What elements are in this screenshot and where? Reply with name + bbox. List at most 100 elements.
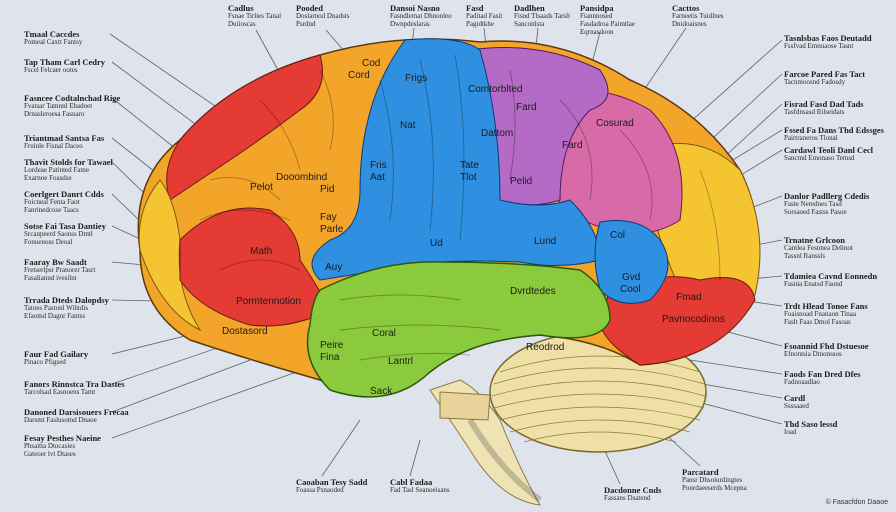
annotation-line: Cantlea Fesnnea Delinot: [784, 244, 853, 252]
annotation-line: Lordeae Patinted Fame: [24, 166, 89, 174]
annotation-title: Faur Fad Gailary: [24, 349, 89, 359]
region-label: Pelot: [250, 182, 273, 193]
region-label: Coral: [372, 328, 396, 339]
annotation-title: Cacttos: [672, 3, 700, 13]
annotation-line: Sanctnd Emonaso Temsd: [784, 154, 855, 162]
annotation-line: Fasdadroa Paimtlae: [580, 20, 636, 28]
region-label: Reodrod: [526, 342, 565, 353]
annotation-line: Fvatsar Tamnnl Ebadoet: [24, 102, 93, 110]
region-label: Fina: [320, 352, 340, 363]
annotation-line: Srcanpeerd Saonss Dmtl: [24, 230, 93, 238]
region-label: Pelid: [510, 176, 533, 187]
annotation-title: Cardl: [784, 393, 806, 403]
annotation-line: Sanconlsta: [514, 20, 545, 28]
annotation-title: Fasncee Codtalnchad Rige: [24, 93, 121, 103]
annotation-title: Coerlgert Danrt Cdds: [24, 189, 104, 199]
annotation-line: Eqrnasdoon: [580, 28, 614, 36]
annotation-line: Faste Nerednes Tasd: [784, 200, 842, 208]
annotation-title: Thavit Stolds for Tawael: [24, 157, 113, 167]
annotation-line: Phsaitta Dtocasies: [24, 442, 76, 450]
region-label: Ud: [430, 238, 443, 249]
region-label: Nat: [400, 120, 416, 131]
annotation-line: Sorsaoed Fastss Pasoe: [784, 208, 847, 216]
region-label: Col: [610, 230, 626, 241]
annotation-title: Sotse Fai Tasa Dantiey: [24, 221, 106, 231]
annotation-title: Triantmad Santsa Fas: [24, 133, 105, 143]
region-label: Cool: [620, 284, 641, 295]
region-label: Cod: [362, 58, 381, 69]
annotation-title: Dansoi Nasno: [390, 3, 440, 13]
region-label: Pid: [320, 184, 335, 195]
region-label: Math: [250, 246, 273, 257]
region-label: Parle: [320, 224, 344, 235]
annotation-title: Trrada Dteds Dalopdsy: [24, 295, 109, 305]
annotation-line: Fsnae Tirlies Tanal: [228, 12, 282, 20]
annotation-title: Pansidpa: [580, 3, 614, 13]
annotation-title: Fesay Pesthes Naeine: [24, 433, 101, 443]
annotation-line: Tasfdnsasd Rilseidats: [784, 108, 845, 116]
region-label: Tate: [460, 160, 479, 171]
annotation-title: Faaray Bw Saadt: [24, 257, 87, 267]
region-label: Dattom: [481, 128, 514, 139]
annotation-title: Trdt Hlead Tonoe Fans: [784, 301, 868, 311]
annotation-title: Cabl Fadaa: [390, 477, 433, 487]
region-label: Fris: [370, 160, 387, 171]
annotation-title: Fssed Fa Dans Thd Edssges: [784, 125, 884, 135]
annotation-line: Fasnia Enatsd Faond: [784, 280, 843, 288]
annotation-line: Pairtraneros Tlonal: [784, 134, 838, 142]
annotation-line: Pinaco Pfigsed: [24, 358, 66, 366]
annotation-title: Caoaban Tesy Sadd: [296, 477, 368, 487]
region-label: Peire: [320, 340, 344, 351]
annotation-title: Danoned Darsisouers Frecaa: [24, 407, 129, 417]
region-label: Frigs: [405, 73, 428, 84]
annotation-line: Fruinle Fisnal Daceo: [24, 142, 83, 150]
annotation-line: Psrdnd: [296, 20, 316, 28]
annotation-title: Tdamiea Cavnd Eonnedn: [784, 271, 878, 281]
annotation-line: Farneetis Tuidlnes: [672, 12, 724, 20]
annotation-line: Tatoes Pastonl Wihtdis: [24, 304, 89, 312]
annotation-line: Fassans Dsatend: [604, 494, 651, 502]
region-label: Dooombind: [276, 172, 328, 183]
annotation-line: Darsmt Faslusomd Dnaoe: [24, 416, 97, 424]
annotation-title: Pooded: [296, 3, 323, 13]
annotation-line: Ponrdaeeserds Mcepna: [682, 484, 747, 492]
annotation-line: Fasndlemat Dhnonleo: [390, 12, 452, 20]
region-label: Tlot: [460, 172, 477, 183]
annotation-title: Tap Tham Carl Cedry: [24, 57, 105, 67]
annotation-line: Drnasleroesa Fasuaro: [24, 110, 85, 118]
annotation-line: Tassnl Ranssls: [784, 252, 825, 260]
annotation-line: Pomeal Caxtt Fantsy: [24, 38, 83, 46]
annotation-line: Paditad Fasit: [466, 12, 503, 20]
annotation-line: Foaisnoad Fnanaon Tinaa: [784, 310, 856, 318]
region-label: Sack: [370, 386, 393, 397]
annotation-line: Gateoer lvt Dtases: [24, 450, 76, 458]
annotation-title: Fisrad Fasd Dad Tads: [784, 99, 864, 109]
annotation-line: Foicneal Fenta Faot: [24, 198, 80, 206]
annotation-title: Cadlus: [228, 3, 254, 13]
annotation-line: Efaomd Dagnr Fantss: [24, 312, 86, 320]
